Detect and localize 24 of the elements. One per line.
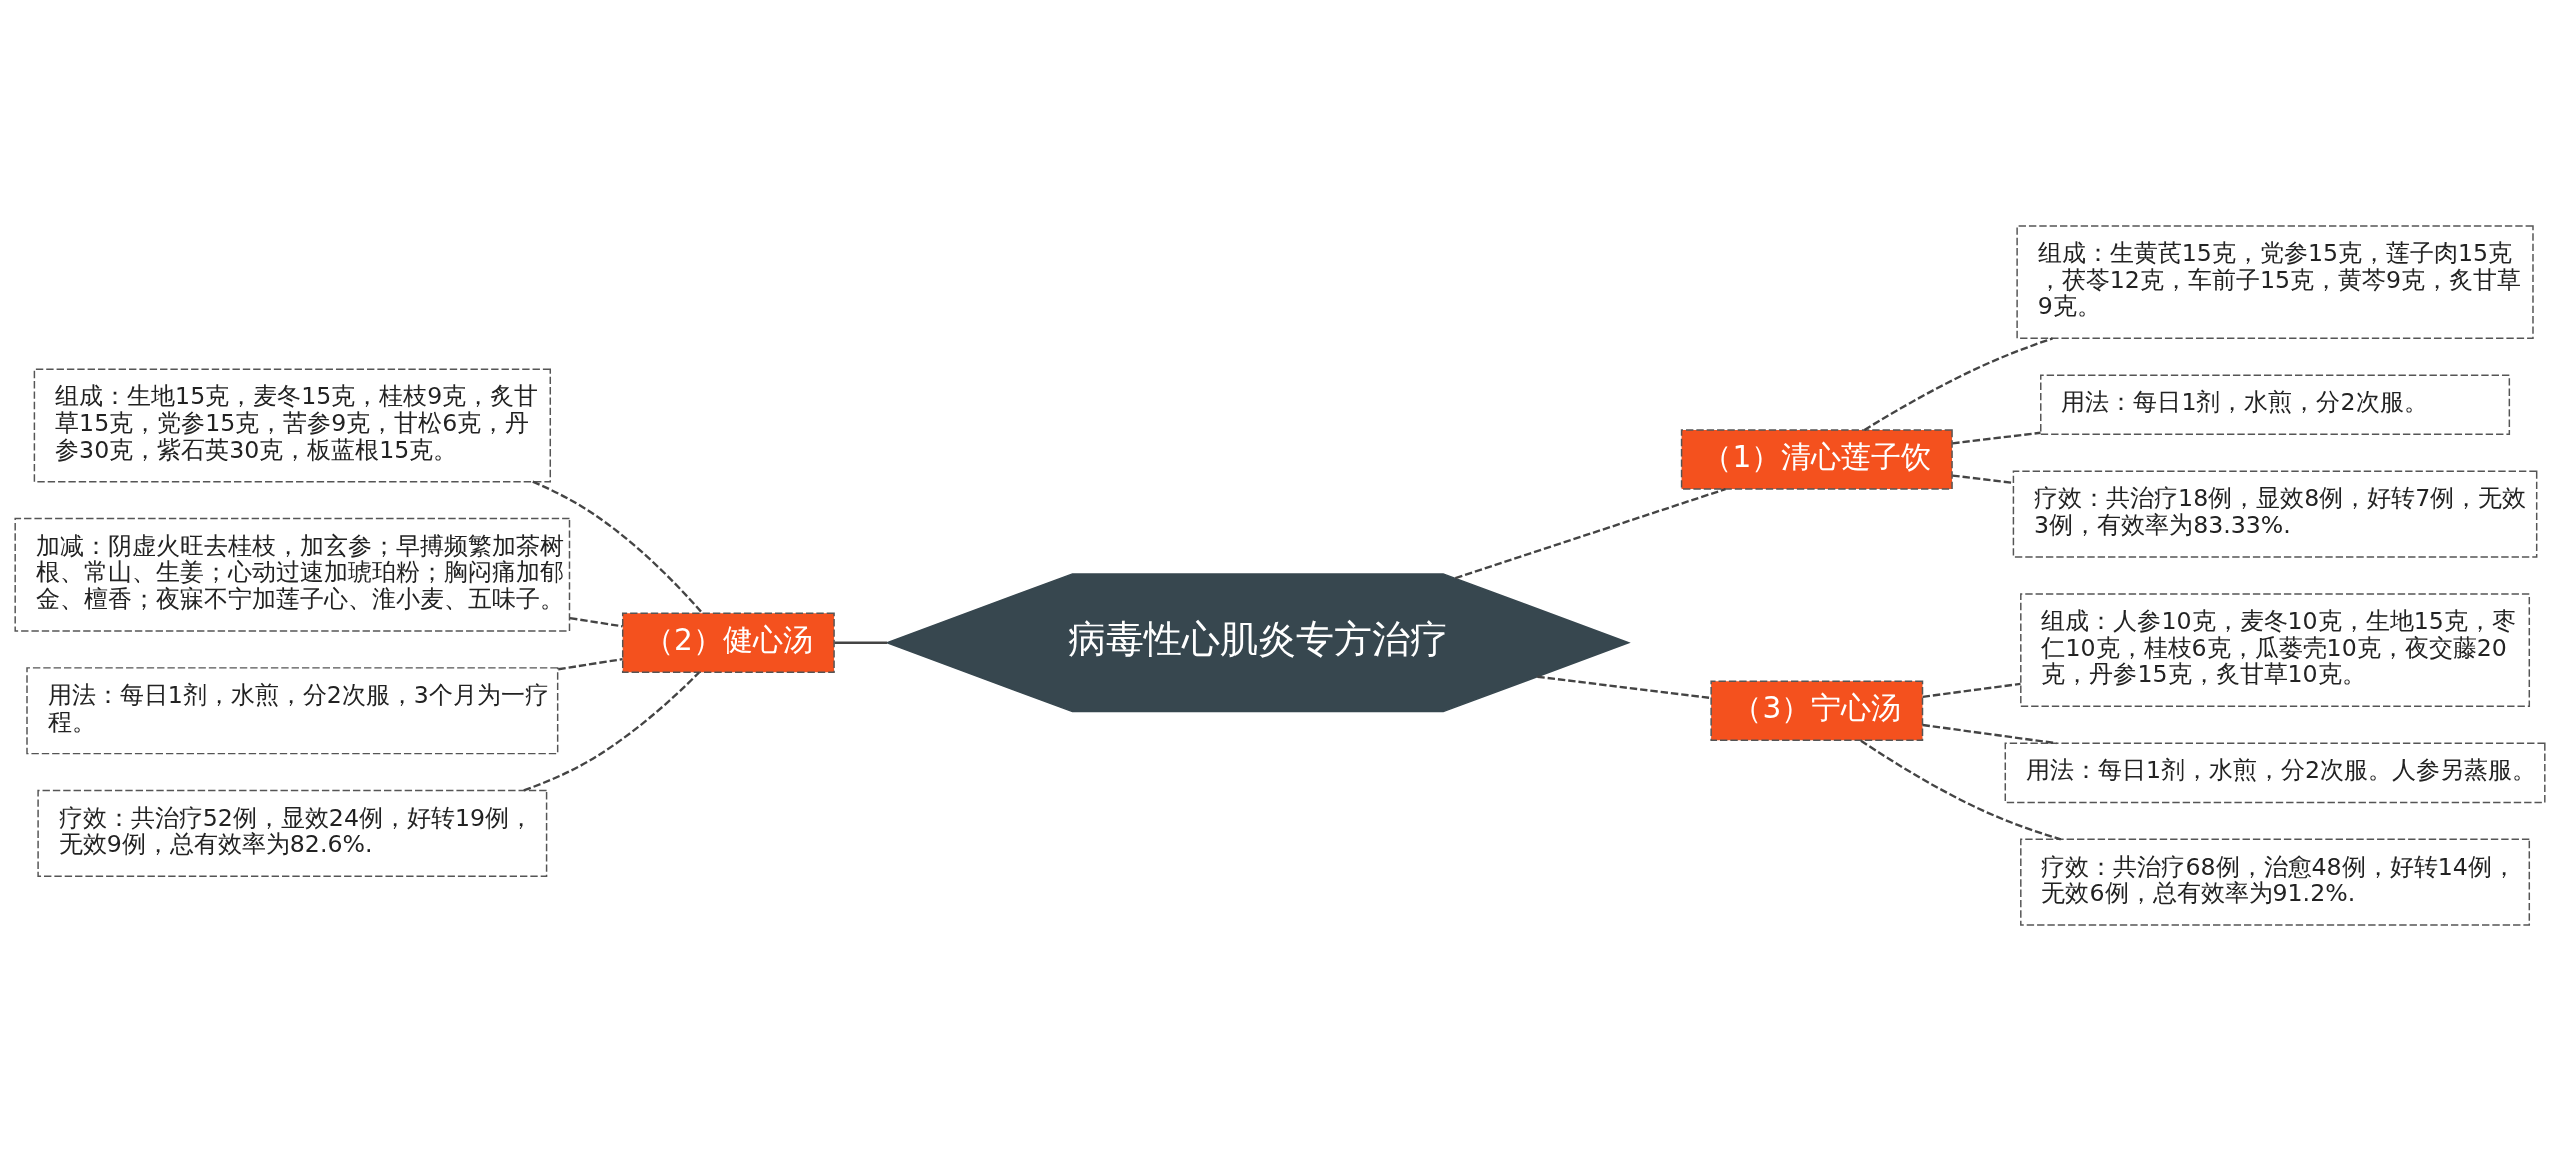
node-box: 用法：每日1剂，水煎，分2次服。 xyxy=(2040,373,2511,435)
connector xyxy=(569,616,623,628)
node-box: 用法：每日1剂，水煎，分2次服，3个月为一疗程。 xyxy=(26,666,559,754)
connector xyxy=(1922,682,2021,698)
node-box: 组成：人参10克，麦冬10克，生地15克，枣仁10克，桂枝6克，瓜蒌壳10克，夜交藤20克，丹参15克，炙甘草10克。 xyxy=(2020,592,2531,707)
node-box: 组成：生地15克，麦冬15克，桂枝9克，炙甘草15克，党参15克，苦参9克，甘松6克，丹参30克，紫石英30克，板蓝根15克。 xyxy=(33,368,551,482)
connector xyxy=(532,480,704,614)
connector xyxy=(1454,487,1726,579)
connector xyxy=(1952,473,2014,484)
node-box: 加减：阴虚火旺去桂枝，加玄参；早搏频繁加茶树根、常山、生姜；心动过速加琥珀粉；胸闷痛加郁金、檀香；夜寐不宁加莲子心、淮小麦、五味子。 xyxy=(14,517,571,632)
node-box: （1）清心莲子饮 xyxy=(1680,428,1953,490)
node-box: 用法：每日1剂，水煎，分2次服。人参另蒸服。 xyxy=(2004,742,2546,803)
node-box: 组成：生黄芪15克，党参15克，莲子肉15克，茯苓12克，车前子15克，黄芩9克，炙甘草9克。 xyxy=(2016,224,2534,339)
connector xyxy=(558,657,623,670)
connector xyxy=(834,641,887,644)
connector xyxy=(1537,675,1711,699)
node-box: （2）健心汤 xyxy=(621,611,835,673)
node-box: （3）宁心汤 xyxy=(1710,679,1924,741)
node-box: 疗效：共治疗18例，显效8例，好转7例，无效3例，有效率为83.33%. xyxy=(2012,470,2538,558)
connector xyxy=(1952,431,2041,445)
node-box: 疗效：共治疗52例，显效24例，好转19例，无效9例，总有效率为82.6%. xyxy=(37,789,548,877)
connector xyxy=(1863,336,2053,431)
connector xyxy=(523,671,700,791)
node-box: 疗效：共治疗68例，治愈48例，好转14例，无效6例，总有效率为91.2%. xyxy=(2020,838,2531,926)
